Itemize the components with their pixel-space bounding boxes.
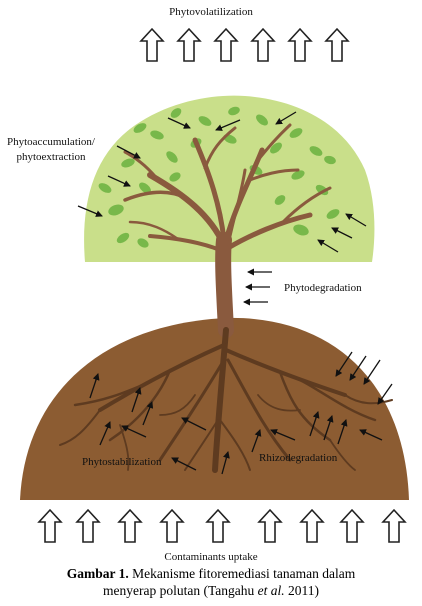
thin-arrow-icon bbox=[359, 429, 383, 441]
contaminants-uptake-label: Contaminants uptake bbox=[164, 551, 257, 563]
thin-arrow-icon bbox=[77, 205, 103, 217]
thin-arrow-icon bbox=[275, 111, 297, 125]
hollow-up-arrow-icon bbox=[118, 509, 142, 543]
caption-line1: Gambar 1. Mekanisme fitoremediasi tanama… bbox=[0, 565, 422, 582]
hollow-up-arrow-icon bbox=[340, 509, 364, 543]
thin-arrow-icon bbox=[317, 239, 339, 253]
hollow-up-arrow-icon bbox=[177, 28, 201, 62]
caption-number: Gambar 1. bbox=[66, 566, 129, 581]
thin-arrow-icon bbox=[116, 145, 141, 159]
hollow-up-arrow-icon bbox=[258, 509, 282, 543]
hollow-up-arrow-icon bbox=[325, 28, 349, 62]
hollow-up-arrow-icon bbox=[288, 28, 312, 62]
thin-arrow-icon bbox=[142, 401, 154, 426]
thin-arrow-icon bbox=[309, 411, 320, 437]
caption-text-line1: Mekanisme fitoremediasi tanaman dalam bbox=[132, 566, 356, 581]
caption-text-line2-end: 2011) bbox=[288, 583, 319, 598]
thin-arrow-icon bbox=[121, 425, 147, 438]
thin-arrow-icon bbox=[181, 417, 207, 431]
phytodegradation-label: Phytodegradation bbox=[284, 282, 362, 294]
thin-arrow-icon bbox=[131, 387, 142, 413]
soil-mound bbox=[20, 317, 409, 500]
hollow-up-arrow-icon bbox=[38, 509, 62, 543]
tree-trunk bbox=[123, 123, 332, 338]
phytovolatilization-label: Phytovolatilization bbox=[169, 6, 253, 18]
thin-arrow-icon bbox=[215, 119, 241, 131]
tree-leaves bbox=[98, 106, 340, 248]
thin-arrow-icon bbox=[89, 373, 100, 399]
thin-arrow-icon bbox=[251, 429, 262, 453]
hollow-up-arrow-icon bbox=[300, 509, 324, 543]
hollow-up-arrow-icon bbox=[160, 509, 184, 543]
thin-arrow-icon bbox=[270, 429, 296, 441]
thin-arrow-icon bbox=[345, 213, 367, 227]
figure-caption: Gambar 1. Mekanisme fitoremediasi tanama… bbox=[0, 565, 422, 599]
hollow-up-arrow-icon bbox=[251, 28, 275, 62]
canopy-pollutant-arrows bbox=[77, 111, 367, 253]
thin-arrow-icon bbox=[99, 421, 111, 446]
thin-arrow-icon bbox=[337, 419, 348, 445]
phytoaccumulation-label-line1: Phytoaccumulation/ bbox=[7, 136, 96, 148]
contaminants-uptake-arrows bbox=[38, 509, 406, 543]
thin-arrow-icon bbox=[377, 383, 393, 405]
thin-arrow-icon bbox=[331, 227, 353, 239]
thin-arrow-icon bbox=[335, 351, 353, 377]
soil-pollutant-arrows bbox=[89, 351, 393, 475]
thin-arrow-icon bbox=[349, 355, 367, 381]
caption-text-line2-start: menyerap polutan (Tangahu bbox=[103, 583, 255, 598]
rhizodegradation-label: Rhizodegradation bbox=[259, 452, 338, 464]
thin-arrow-icon bbox=[221, 451, 230, 475]
trunk-pollutant-arrows bbox=[243, 268, 272, 306]
hollow-up-arrow-icon bbox=[140, 28, 164, 62]
caption-text-line2-italic: et al. bbox=[257, 583, 285, 598]
phytoaccumulation-label-line2: phytoextraction bbox=[16, 151, 86, 163]
phytostabilization-label: Phytostabilization bbox=[82, 456, 162, 468]
hollow-up-arrow-icon bbox=[214, 28, 238, 62]
hollow-up-arrow-icon bbox=[206, 509, 230, 543]
hollow-up-arrow-icon bbox=[76, 509, 100, 543]
thin-arrow-icon bbox=[107, 175, 131, 187]
hollow-up-arrow-icon bbox=[382, 509, 406, 543]
thin-arrow-icon bbox=[323, 415, 334, 441]
tree-roots bbox=[59, 327, 393, 473]
caption-line2: menyerap polutan (Tangahu et al. 2011) bbox=[0, 582, 422, 599]
thin-arrow-icon bbox=[167, 117, 191, 129]
thin-arrow-icon bbox=[363, 359, 381, 385]
thin-arrow-icon bbox=[171, 457, 197, 471]
phytovolatilization-arrows bbox=[140, 28, 349, 62]
